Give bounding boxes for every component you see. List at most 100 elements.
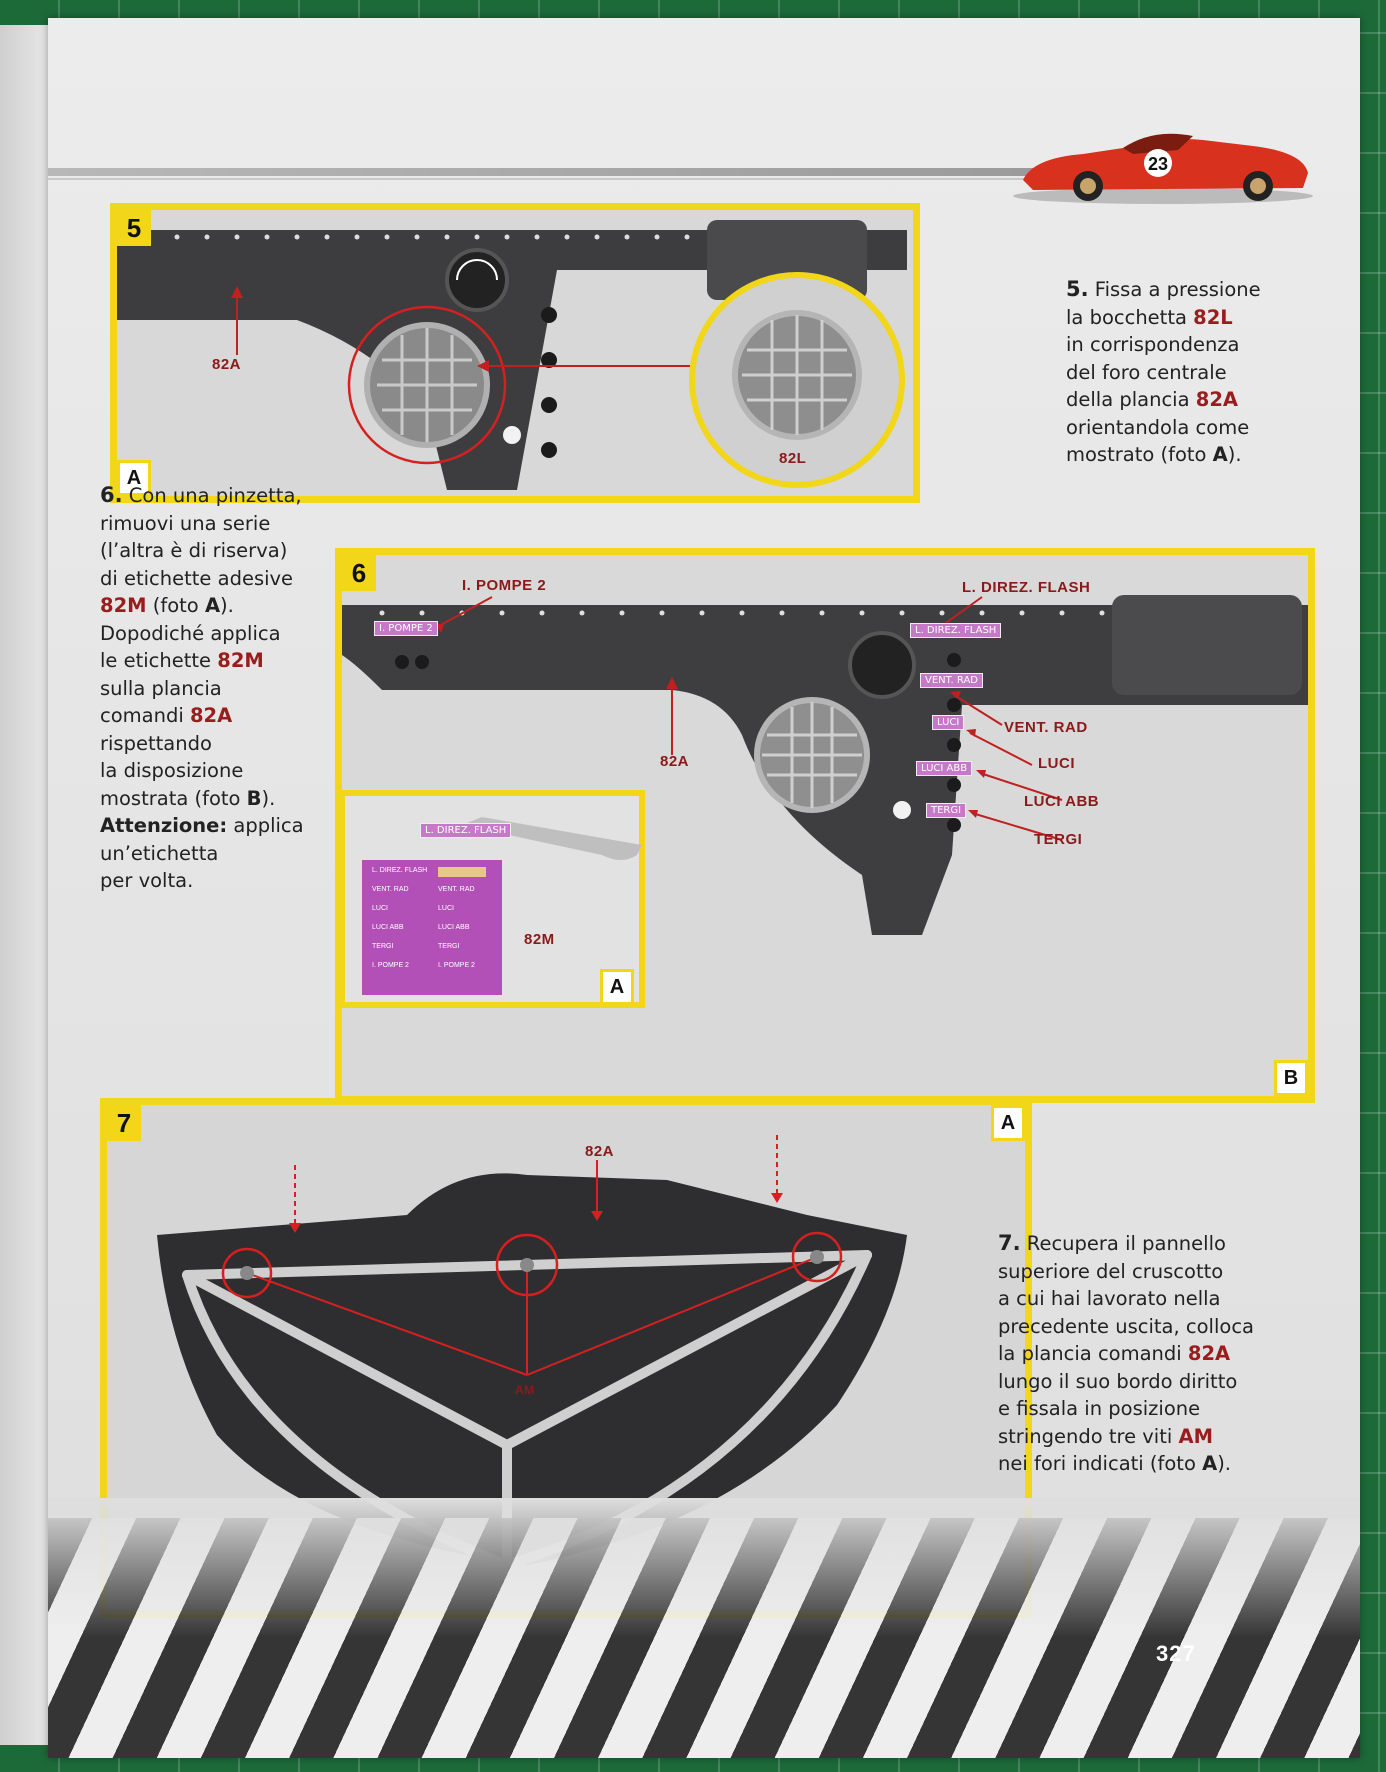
dash-tag-vent: VENT. RAD [920, 673, 984, 688]
step6-line: comandi [100, 704, 190, 727]
step7-line: Recupera il pannello [1020, 1232, 1226, 1255]
label-tergi: TERGI [1034, 831, 1083, 848]
label-82m: 82M [524, 931, 555, 948]
magazine-page: 23 5 A 82A 82L [48, 18, 1360, 1758]
step5-line: mostrato (foto [1066, 443, 1213, 466]
part-ref-82a: 82A [1187, 1342, 1231, 1365]
sticker-item: VENT. RAD [372, 886, 409, 893]
step7-number: 7 [107, 1105, 141, 1141]
step6-badge-a: A [600, 969, 634, 1005]
label-direz: L. DIREZ. FLASH [962, 579, 1091, 596]
sticker-sheet: L. DIREZ. FLASH VENT. RAD LUCI LUCI ABB … [368, 867, 494, 985]
sticker-item: I. POMPE 2 [372, 962, 409, 969]
race-car-illustration: 23 [1013, 133, 1313, 204]
step5-line: Fissa a pressione [1088, 278, 1261, 301]
step6-line: Con una pinzetta, [122, 484, 302, 507]
car-race-number: 23 [1148, 154, 1168, 174]
step6-line: la disposizione [100, 759, 244, 782]
sticker-item: I. POMPE 2 [438, 962, 475, 969]
dashboard-labels-photo [342, 555, 1308, 1096]
step6-line: le etichette [100, 649, 218, 672]
step7-text-num: 7. [998, 1231, 1021, 1255]
label-pompe: I. POMPE 2 [462, 577, 547, 594]
sticker-item: VENT. RAD [438, 886, 475, 893]
step7-instructions: 7. Recupera il pannello superiore del cr… [998, 1230, 1318, 1478]
step6-line: un’etichetta [100, 841, 219, 865]
floor-fade [48, 1498, 1360, 1638]
photo-ref: A [1212, 443, 1228, 466]
sticker-item: LUCI ABB [438, 924, 470, 931]
part-ref-82m: 82M [217, 649, 264, 672]
part-ref-82a: 82A [189, 704, 233, 727]
step6-line: rimuovi una serie [100, 511, 271, 535]
sticker-item: L. DIREZ. FLASH [372, 867, 428, 874]
removed-sticker-slot [438, 867, 486, 877]
part-ref-82l: 82L [1193, 305, 1233, 329]
step5-line: del foro centrale [1066, 360, 1227, 384]
step5-line: la bocchetta [1066, 305, 1194, 329]
sticker-item: LUCI ABB [372, 924, 404, 931]
dash-tag-pompe: I. POMPE 2 [374, 621, 438, 636]
step7-line: stringendo tre viti [998, 1424, 1179, 1448]
header-rule [48, 168, 1058, 176]
dash-tag-luci: LUCI [932, 715, 965, 730]
step5-line: in corrispondenza [1066, 333, 1240, 356]
attention-label: Attenzione: [100, 814, 228, 837]
label-vent: VENT. RAD [1004, 719, 1088, 736]
sticker-item: LUCI [438, 905, 454, 912]
step6-line: (foto [146, 594, 205, 617]
sticker-column-left: L. DIREZ. FLASH VENT. RAD LUCI LUCI ABB … [372, 867, 432, 981]
step5-photo-badge: A [117, 460, 151, 496]
label-luci: LUCI [1038, 755, 1075, 772]
step6-line: mostrata (foto [100, 786, 247, 810]
step6-line: Dopodiché applica [100, 621, 281, 645]
label-am: AM [515, 1383, 535, 1397]
step5-number: 5 [117, 210, 151, 246]
part-ref-am: AM [1178, 1424, 1214, 1448]
photo-ref: A [1202, 1452, 1218, 1475]
step5-instructions: 5. Fissa a pressione la bocchetta 82L in… [1066, 276, 1336, 469]
step5-line: della plancia [1066, 388, 1196, 411]
dash-tag-tergi: TERGI [926, 803, 967, 818]
sticker-item: LUCI [372, 905, 388, 912]
part-ref-82m: 82M [100, 594, 147, 617]
step7-line: a cui hai lavorato nella [998, 1287, 1221, 1310]
step6-line: applica [227, 814, 304, 837]
step6-line: (l’altra è di riserva) [100, 539, 288, 562]
step6-photo-panel: 6 A B I. POMPE 2 L. DIREZ. FLASH VENT. R… [335, 548, 1315, 1103]
step7-line: la plancia comandi [998, 1342, 1188, 1365]
step5-line: orientandola come [1066, 415, 1250, 439]
page-number: 327 [1156, 1641, 1196, 1666]
label-luci-abb: LUCI ABB [1024, 793, 1100, 810]
label-82l: 82L [779, 450, 807, 467]
photo-ref: B [246, 786, 262, 810]
step5-text-num: 5. [1066, 277, 1089, 301]
step6-text-num: 6. [100, 483, 123, 507]
part-ref-82a: 82A [1195, 388, 1238, 411]
step5-line: ). [1227, 443, 1242, 466]
previous-page-edge [0, 25, 52, 1745]
step7-line: ). [1217, 1452, 1231, 1475]
step6-line: rispettando [100, 731, 212, 755]
label-82a: 82A [660, 753, 690, 770]
step6-line: per volta. [100, 869, 194, 892]
step6-number: 6 [342, 555, 376, 591]
tweezer-tag-direz: L. DIREZ. FLASH [420, 823, 512, 838]
step6-instructions: 6. Con una pinzetta, rimuovi una serie (… [100, 482, 340, 895]
step6-line: di etichette adesive [100, 566, 294, 590]
step7-line: e fissala in posizione [998, 1397, 1201, 1420]
step7-line: lungo il suo bordo diritto [998, 1369, 1238, 1393]
dash-tag-direz: L. DIREZ. FLASH [910, 623, 1002, 638]
sticker-column-right: VENT. RAD LUCI LUCI ABB TERGI I. POMPE 2 [438, 867, 494, 981]
step6-badge-b: B [1274, 1060, 1308, 1096]
step6-line: ). [220, 594, 234, 617]
label-82a: 82A [585, 1143, 615, 1160]
sticker-item: TERGI [372, 943, 394, 950]
dash-tag-luci-abb: LUCI ABB [916, 761, 973, 776]
sticker-item: TERGI [438, 943, 460, 950]
step7-line: superiore del cruscotto [998, 1259, 1224, 1283]
step7-photo-badge: A [991, 1105, 1025, 1141]
step7-line: precedente uscita, colloca [998, 1314, 1254, 1338]
dashboard-photo [117, 210, 913, 496]
step6-line: ). [261, 786, 276, 810]
